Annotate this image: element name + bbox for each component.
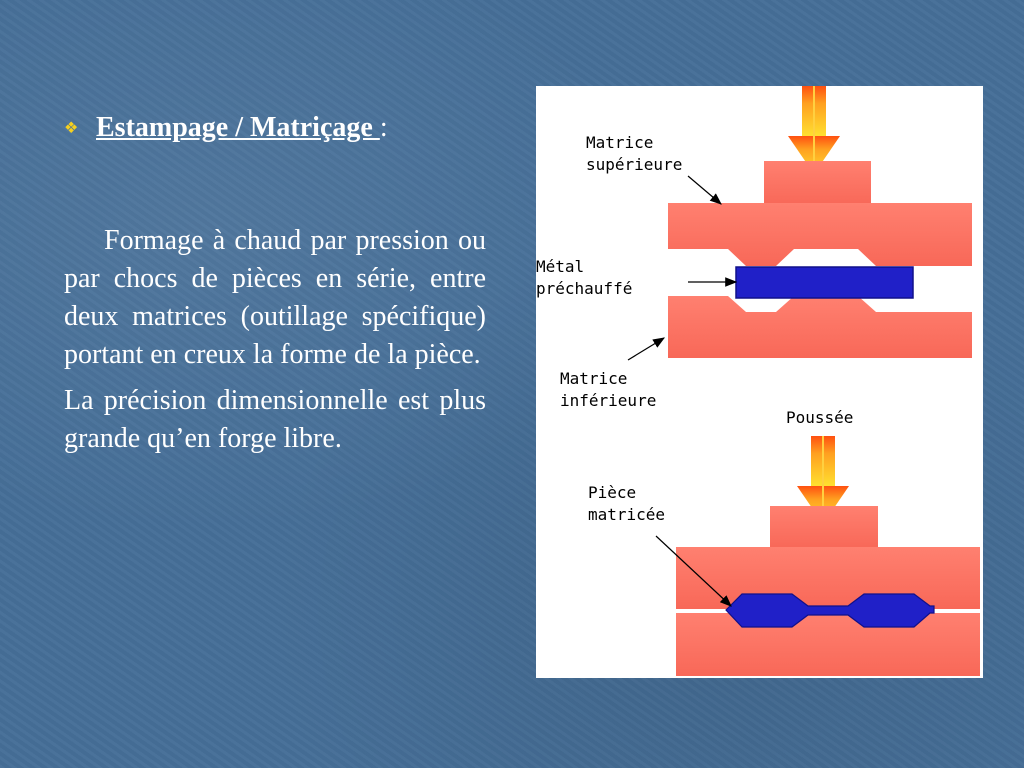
label-piece-1: Pièce [588,483,636,502]
label-matrice-inf-2: inférieure [560,391,656,410]
slide-title: ❖ Estampage / Matriçage : [64,108,504,149]
body-text: Formage à chaud par pression ou par choc… [64,222,486,466]
diamond-bullet-icon: ❖ [64,120,79,137]
label-matrice-inf-1: Matrice [560,369,627,388]
title-colon: : [379,112,388,143]
upper-die-closed [676,506,980,609]
stamping-diagram: Matrice supérieure Métal préchauffé Matr… [536,86,983,678]
stamping-diagram-svg: Matrice supérieure Métal préchauffé Matr… [536,86,980,676]
push-arrow-bottom-icon [797,436,849,524]
paragraph-definition: Formage à chaud par pression ou par choc… [64,225,486,370]
label-poussee: Poussée [786,408,853,427]
label-matrice-sup-1: Matrice [586,133,653,152]
push-arrow-top-icon [788,86,840,174]
label-matrice-sup-2: supérieure [586,155,682,174]
lower-die-closed [676,613,980,676]
pointer-upper-die [687,175,722,205]
label-metal-1: Métal [536,257,584,276]
forged-part [725,593,935,628]
title-text: Estampage / Matriçage [96,112,380,143]
pointer-lower-die [627,337,666,361]
label-piece-2: matricée [588,505,665,524]
upper-die [668,161,972,266]
pointer-forged-part [655,535,732,607]
paragraph-precision: La précision dimensionnelle est plus gra… [64,385,486,454]
preheated-metal-billet [735,266,914,299]
lower-die [668,296,972,358]
label-metal-2: préchauffé [536,279,632,298]
